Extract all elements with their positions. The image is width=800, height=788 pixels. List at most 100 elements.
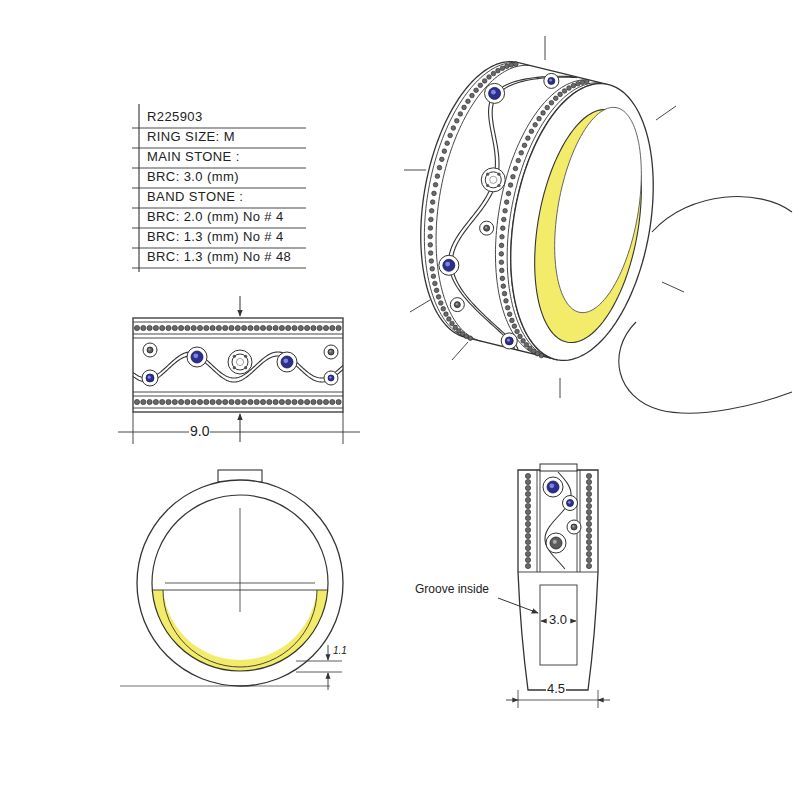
bead-stone: [586, 509, 591, 514]
extension-line: [296, 672, 342, 673]
bead-stone: [430, 200, 435, 205]
filigree-loop: [143, 343, 157, 357]
extension-line: [598, 690, 599, 708]
stone-highlight: [329, 376, 331, 378]
bead-stone: [462, 105, 467, 110]
bead-stone: [525, 521, 530, 526]
dimension-value: 4.5: [546, 681, 566, 697]
bead-stone: [528, 346, 533, 351]
bead-stone: [522, 143, 527, 148]
spec-text: BAND STONE :: [146, 189, 244, 205]
bead-stone: [330, 399, 335, 404]
bead-stone: [586, 497, 591, 502]
bead-stone: [518, 334, 523, 339]
finger-sketch: [619, 322, 792, 413]
bead-stone: [478, 83, 483, 88]
bead-stone: [147, 399, 152, 404]
bead-stone: [286, 399, 291, 404]
bead-stone: [260, 325, 265, 330]
bead-stone: [210, 325, 215, 330]
construction-mark: [656, 106, 676, 120]
bead-stone: [428, 243, 433, 248]
prong: [233, 366, 236, 369]
bead-stone: [454, 118, 459, 123]
bead-stone: [571, 83, 576, 88]
stone-highlight: [148, 348, 150, 350]
bead-stone: [499, 252, 504, 257]
filigree-loop: [324, 371, 338, 385]
shank-profile: [518, 470, 598, 690]
bead-stone: [448, 133, 453, 138]
prong: [497, 173, 500, 176]
stone-highlight: [456, 303, 458, 305]
filigree-loop: [563, 496, 578, 511]
bead-stone: [160, 325, 165, 330]
bead-stone: [172, 325, 177, 330]
filigree-loop: [439, 255, 459, 275]
bead-stone: [336, 399, 341, 404]
dimension-value: 9.0: [189, 423, 210, 440]
filigree-loop: [567, 520, 581, 534]
ring-opening: [555, 107, 642, 312]
spec-text: BRC: 2.0 (mm) No # 4: [146, 209, 285, 225]
bead-stone: [499, 243, 504, 248]
bead-stone: [505, 305, 510, 310]
bead-stone: [507, 312, 512, 317]
bead-stone: [447, 317, 452, 322]
spec-text: BRC: 1.3 (mm) No # 4: [146, 229, 285, 245]
bead-stone: [434, 288, 439, 293]
bead-stone: [433, 182, 438, 187]
dimension-arrow: [506, 700, 518, 701]
dimension-arrow: [240, 414, 241, 442]
end-view: [498, 464, 610, 708]
bead-stone: [519, 151, 524, 156]
bead-stone: [141, 399, 146, 404]
bead-stone: [508, 183, 513, 188]
bead-stone: [229, 325, 234, 330]
filigree-loop: [450, 298, 464, 312]
sapphire-stone: [191, 351, 203, 363]
bead-stone: [433, 281, 438, 286]
stone-highlight: [568, 501, 571, 504]
bead-stone: [500, 235, 505, 240]
bead-stone: [451, 126, 456, 131]
dimension-arrow: [541, 621, 546, 622]
extension-line: [343, 412, 344, 444]
prong: [244, 355, 247, 358]
bead-stone: [197, 325, 202, 330]
band-rail: [133, 334, 343, 335]
bead-stone: [298, 325, 303, 330]
bead-stone: [513, 62, 518, 67]
bead-stone: [586, 557, 591, 562]
bead-stone: [525, 539, 530, 544]
bead-stone: [191, 325, 196, 330]
filigree-loop: [543, 477, 563, 497]
bead-stone: [525, 551, 530, 556]
bead-stone: [141, 325, 146, 330]
bead-stone: [441, 306, 446, 311]
bead-stone: [216, 399, 221, 404]
dimension-line: [118, 432, 360, 433]
filigree-loop: [544, 73, 559, 88]
bead-stone: [292, 325, 297, 330]
bead-stone: [279, 399, 284, 404]
bead-stone: [586, 551, 591, 556]
bead-stone: [204, 325, 209, 330]
bead-stone: [428, 251, 433, 256]
callout-text: Groove inside: [414, 582, 490, 596]
bead-stone: [501, 217, 506, 222]
bead-stone: [204, 399, 209, 404]
bead-stone: [229, 399, 234, 404]
head-top: [540, 464, 577, 471]
bead-stone: [453, 325, 458, 330]
filigree-loop: [485, 83, 505, 103]
table-rule: [132, 268, 306, 269]
base-line: [120, 686, 330, 687]
bead-stone: [537, 116, 542, 121]
construction-mark: [545, 36, 546, 60]
stone-highlight: [329, 350, 331, 352]
bead-stone: [525, 515, 530, 520]
dimension-arrow: [598, 700, 610, 701]
bead-stone: [525, 479, 530, 484]
